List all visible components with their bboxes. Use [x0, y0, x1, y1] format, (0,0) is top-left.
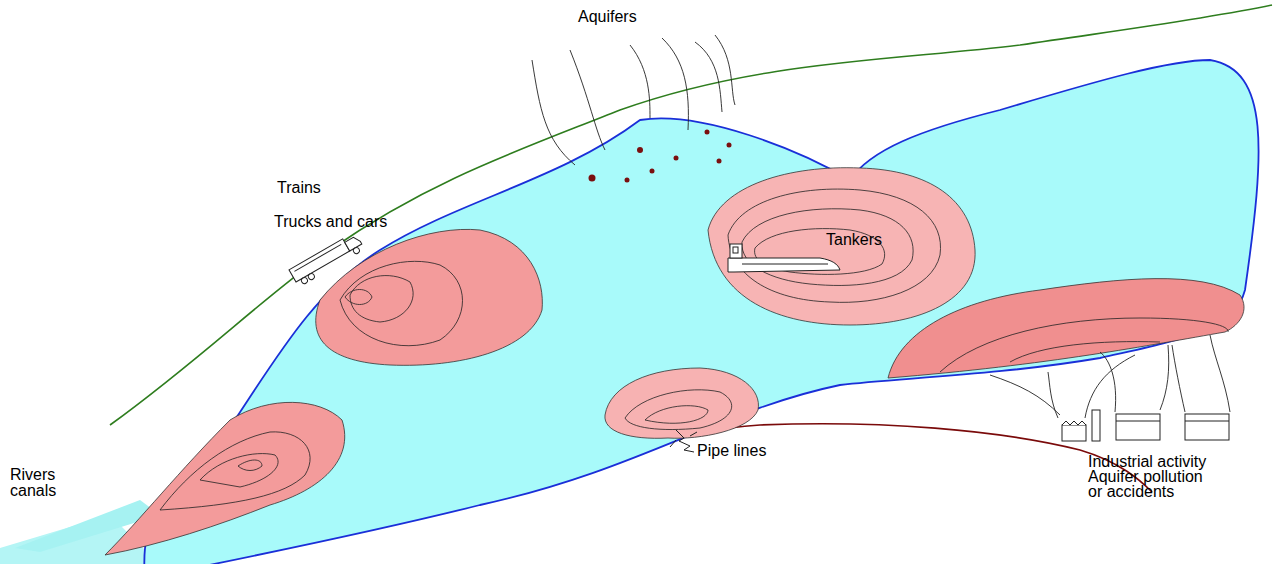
aquifer-label: Aquifers: [578, 9, 637, 25]
factory-icon: [1062, 410, 1229, 441]
industry-lines: [990, 335, 1230, 418]
water-body: [144, 60, 1258, 564]
plume-label: Tankers: [826, 232, 882, 248]
pollution-plume: [605, 368, 759, 438]
aquifer-lines: [532, 35, 735, 165]
industry-label: Industrial activity Aquifer pollution or…: [1088, 454, 1216, 499]
pollution-plume: [105, 402, 345, 555]
well-dots: [589, 130, 732, 183]
transport-label: Trains: [277, 180, 321, 196]
truck-icon: [289, 232, 365, 287]
tanker-icon: [728, 244, 840, 272]
pipeline-label: Pipe lines: [697, 443, 766, 459]
pollution-plume: [316, 229, 543, 365]
waterway-label: Rivers canals: [10, 467, 72, 499]
pollution-plume: Tankers: [700, 160, 980, 330]
transport-label: Trucks and cars: [274, 214, 387, 230]
pipe-break: [670, 430, 697, 452]
